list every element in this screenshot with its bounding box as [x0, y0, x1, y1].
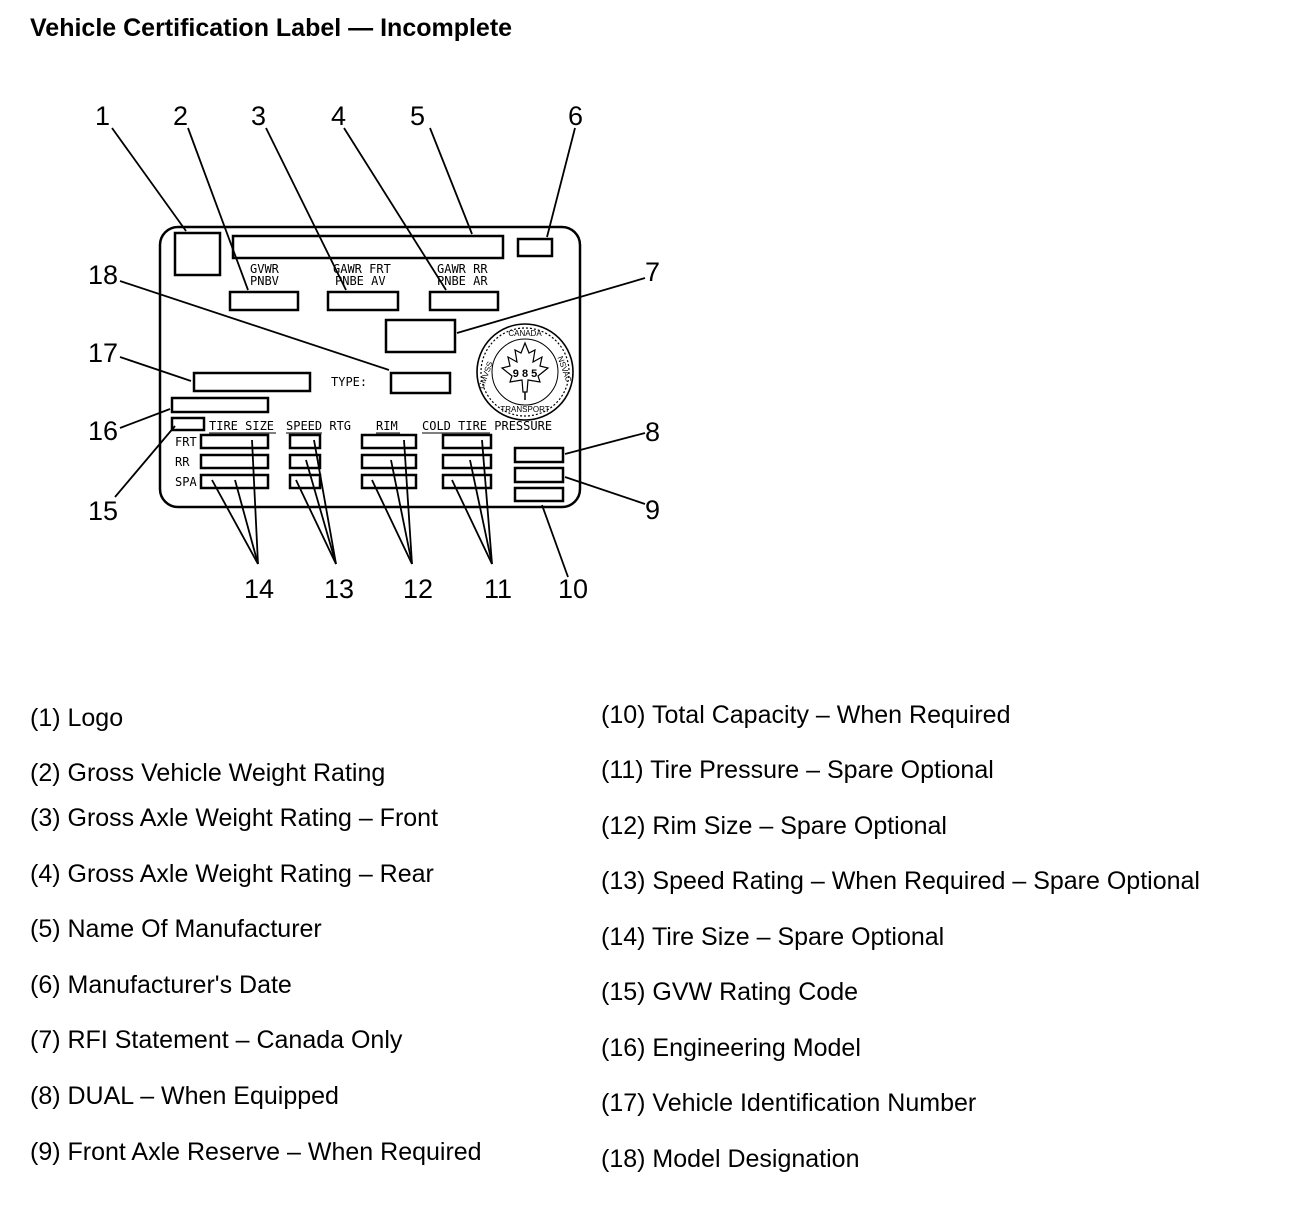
callout-11: 11: [484, 574, 512, 604]
tire-size-rear-box: [199, 453, 270, 470]
rfi-statement-box: [384, 318, 457, 354]
callout-7: 7: [645, 257, 660, 287]
legend-item: (7) RFI Statement – Canada Only: [30, 1026, 403, 1054]
gawr-rear-box: [428, 290, 500, 312]
type-label: TYPE:: [331, 375, 367, 389]
page-title: Vehicle Certification Label — Incomplete: [30, 14, 513, 42]
dual-box: [513, 446, 565, 464]
tire-size-spare-box: [199, 473, 270, 490]
callout-18: 18: [88, 260, 118, 290]
gvwr-label: GVWR: [250, 262, 280, 276]
seal-number: 9 8 5: [513, 368, 537, 380]
callout-17: 17: [88, 338, 118, 368]
vin-box: [192, 371, 312, 393]
legend-item: (4) Gross Axle Weight Rating – Rear: [30, 860, 434, 888]
speed-rating-spare-box: [288, 473, 322, 490]
legend-item: (5) Name Of Manufacturer: [30, 915, 322, 943]
total-capacity-box: [513, 486, 565, 503]
speed-rating-front-box: [288, 433, 322, 450]
callout-6: 6: [568, 101, 583, 131]
legend-item: (2) Gross Vehicle Weight Rating: [30, 759, 386, 787]
legend-item: (6) Manufacturer's Date: [30, 971, 292, 999]
callout-8: 8: [645, 417, 660, 447]
pnbe-ar-label: PNBE AR: [437, 274, 488, 288]
speed-rtg-header: SPEED RTG: [286, 419, 351, 433]
cold-tire-pressure-header: COLD TIRE PRESSURE: [422, 419, 552, 433]
row-label-rr: RR: [175, 455, 190, 469]
legend-item: (10) Total Capacity – When Required: [601, 701, 1011, 729]
gawr-rr-label: GAWR RR: [437, 262, 488, 276]
legend-item: (17) Vehicle Identification Number: [601, 1089, 977, 1117]
gawr-frt-label: GAWR FRT: [333, 262, 391, 276]
legend-item: (1) Logo: [30, 704, 124, 732]
rim-header: RIM: [376, 419, 398, 433]
legend-item: (16) Engineering Model: [601, 1034, 861, 1062]
rim-spare-box: [360, 473, 418, 490]
label-outline: [158, 225, 582, 509]
callout-9: 9: [645, 495, 660, 525]
callout-10: 10: [558, 574, 588, 604]
callout-4: 4: [331, 101, 346, 131]
manufacturer-name-box: [231, 234, 505, 260]
logo-box: [173, 231, 222, 277]
manufacture-date-box: [516, 237, 554, 258]
legend-item: (3) Gross Axle Weight Rating – Front: [30, 804, 439, 832]
pnbv-label: PNBV: [250, 274, 279, 288]
legend-item: (9) Front Axle Reserve – When Required: [30, 1138, 482, 1166]
legend-item: (15) GVW Rating Code: [601, 978, 859, 1006]
legend-item: (14) Tire Size – Spare Optional: [601, 923, 945, 951]
legend-item: (8) DUAL – When Equipped: [30, 1082, 339, 1110]
row-label-spa: SPA: [175, 475, 197, 489]
tire-pressure-front-box: [441, 433, 493, 450]
front-axle-reserve-box: [513, 466, 565, 484]
legend-item: (12) Rim Size – Spare Optional: [601, 812, 947, 840]
row-label-frt: FRT: [175, 435, 197, 449]
canada-transport-seal: CANADA TRANSPORT CMVSS NSVAC 9 8 5: [476, 323, 574, 421]
callout-16: 16: [88, 416, 118, 446]
callout-5: 5: [410, 101, 425, 131]
tire-pressure-spare-box: [441, 473, 493, 490]
callout-3: 3: [251, 101, 266, 131]
seal-top-text: CANADA: [508, 329, 542, 338]
leader-lines: [111, 127, 646, 578]
callout-2: 2: [173, 101, 188, 131]
pnbe-av-label: PNBE AV: [335, 274, 386, 288]
model-designation-box: [389, 371, 452, 395]
tire-size-header: TIRE SIZE: [209, 419, 274, 433]
legend-item: (11) Tire Pressure – Spare Optional: [601, 756, 994, 784]
tire-size-front-box: [199, 433, 270, 450]
engineering-model-box: [170, 396, 270, 414]
callout-13: 13: [324, 574, 354, 604]
legend-item: (13) Speed Rating – When Required – Spar…: [601, 867, 1200, 895]
certification-label-diagram: GVWR PNBV GAWR FRT PNBE AV GAWR RR PNBE …: [88, 101, 660, 604]
legend-item: (18) Model Designation: [601, 1145, 860, 1173]
rim-rear-box: [360, 453, 418, 470]
gvw-rating-code-box: [170, 416, 206, 432]
gawr-front-box: [326, 290, 400, 312]
callout-15: 15: [88, 496, 118, 526]
rim-front-box: [360, 433, 418, 450]
speed-rating-rear-box: [288, 453, 322, 470]
tire-pressure-rear-box: [441, 453, 493, 470]
seal-bottom-text: TRANSPORT: [500, 405, 549, 414]
callout-12: 12: [403, 574, 433, 604]
callout-1: 1: [95, 101, 110, 131]
gvwr-box: [228, 290, 300, 312]
callout-14: 14: [244, 574, 274, 604]
